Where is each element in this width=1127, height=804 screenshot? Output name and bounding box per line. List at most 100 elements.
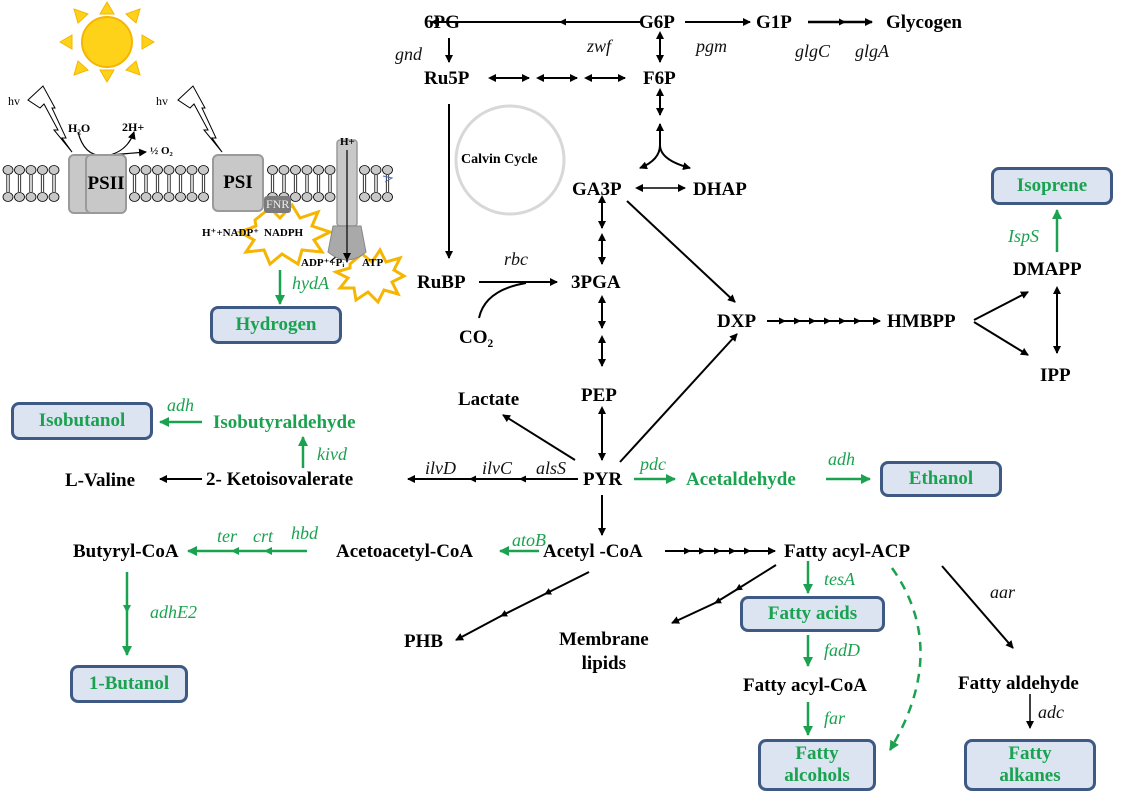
gene-pdc: pdc <box>640 454 666 474</box>
metabolite-3pga: 3PGA <box>571 272 621 293</box>
gene-pgm: pgm <box>696 36 727 56</box>
product-fatty-alcohols: Fatty alcohols <box>758 739 876 791</box>
h-plus-label: H+ <box>340 136 355 148</box>
calvin-cycle-label: Calvin Cycle <box>461 152 538 167</box>
lipid-head <box>2 165 14 175</box>
metabolite-rubp: RuBP <box>417 272 466 293</box>
metabolite-dxp: DXP <box>717 311 757 332</box>
gene-ter: ter <box>217 526 237 546</box>
gene-glgc: glgC <box>795 41 831 61</box>
lipid-head <box>382 192 393 202</box>
metabolite-dmapp: DMAPP <box>1013 259 1082 280</box>
lipid-head <box>313 165 324 175</box>
metabolite-ga3p: GA3P <box>572 179 622 200</box>
gene-adh-ethanol: adh <box>828 449 855 469</box>
lipid-head <box>175 192 186 202</box>
lipid-head <box>324 165 336 175</box>
metabolite-f6p: F6P <box>643 68 676 89</box>
metabolite-glycogen: Glycogen <box>886 12 962 33</box>
product-fatty-alkanes: Fatty alkanes <box>964 739 1096 791</box>
lipid-head <box>2 192 14 202</box>
hv-right: hv <box>156 94 168 108</box>
psii-label: PSII <box>85 154 127 214</box>
lipid-head <box>163 192 175 202</box>
o2-label: ½ O₂ <box>150 145 173 157</box>
gene-far: far <box>824 708 846 728</box>
gene-alss: alsS <box>536 458 567 478</box>
lipid-head <box>290 165 301 175</box>
metabolite-membrane-lipids: Membrane lipids <box>559 629 649 674</box>
lipid-head <box>290 192 301 202</box>
adp-label: ADP⁺+Pᵢ <box>301 257 345 269</box>
metabolite-fattyacylacp: Fatty acyl-ACP <box>784 541 911 562</box>
lipid-head <box>324 192 336 202</box>
metabolite-fattyacylcoa: Fatty acyl-CoA <box>743 675 867 696</box>
nadph-starburst <box>236 202 334 267</box>
psi-label: PSI <box>212 154 264 212</box>
lipid-head <box>198 192 209 202</box>
lipid-head <box>186 165 198 175</box>
gene-atob: atoB <box>512 530 546 550</box>
gene-glga: glgA <box>855 41 889 61</box>
two-h-label: 2H+ <box>122 120 145 134</box>
metabolite-fattyaldehyde: Fatty aldehyde <box>958 673 1079 694</box>
fnr-label: FNR <box>264 196 292 213</box>
gene-tesa: tesA <box>824 569 855 589</box>
gene-adc: adc <box>1038 702 1064 722</box>
metabolite-dhap: DHAP <box>693 179 747 200</box>
calvin-cycle-circle <box>454 104 566 216</box>
lipid-head <box>359 192 370 202</box>
atp-label: ATP <box>362 257 384 269</box>
metabolite-ketoisovalerate: 2- Ketoisovalerate <box>206 469 354 490</box>
lipid-head <box>198 165 209 175</box>
gene-ilvd: ilvD <box>425 458 456 478</box>
lipid-head <box>37 192 48 202</box>
gene-ilvc: ilvC <box>482 458 512 478</box>
metabolite-ru5p: Ru5P <box>424 68 470 89</box>
gene-adhe2: adhE2 <box>150 602 197 622</box>
metabolite-phb: PHB <box>404 631 444 652</box>
nadp-label: H⁺+NADP⁺ <box>202 227 259 239</box>
metabolite-isobutyraldehyde: Isobutyraldehyde <box>213 412 356 433</box>
metabolite-ipp: IPP <box>1040 365 1071 386</box>
gene-hbd: hbd <box>291 523 318 543</box>
product-isoprene: Isoprene <box>991 167 1113 205</box>
lipid-head <box>278 165 290 175</box>
lipid-head <box>186 192 198 202</box>
product-ethanol: Ethanol <box>880 461 1002 497</box>
lipid-head <box>163 165 175 175</box>
lipid-head <box>129 192 140 202</box>
metabolite-lactate: Lactate <box>458 389 520 410</box>
lipid-head <box>14 192 25 202</box>
sun-icon <box>59 1 155 83</box>
h2o-label: H₂O <box>68 121 91 135</box>
lipid-head <box>48 165 60 175</box>
lipid-head <box>313 192 324 202</box>
lipid-head <box>370 165 382 175</box>
lipid-head <box>140 192 152 202</box>
metabolite-pep: PEP <box>581 385 617 406</box>
metabolite-pyr: PYR <box>583 469 623 490</box>
lipid-head <box>382 165 393 175</box>
lipid-head <box>25 165 37 175</box>
thylakoid-membrane <box>2 165 393 202</box>
metabolite-acetylcoa: Acetyl -CoA <box>543 541 643 562</box>
metabolite-g1p: G1P <box>756 12 792 33</box>
metabolite-6pg: 6PG <box>424 12 460 33</box>
gene-rbc: rbc <box>504 249 528 269</box>
lipid-head <box>152 192 163 202</box>
gene-gnd: gnd <box>395 44 422 64</box>
gene-aar: aar <box>990 582 1016 602</box>
gene-adh-isobutanol: adh <box>167 395 194 415</box>
hv-left: hv <box>8 94 20 108</box>
metabolite-acetaldehyde: Acetaldehyde <box>686 469 796 490</box>
lipid-head <box>301 192 313 202</box>
gene-isps: IspS <box>1008 226 1039 246</box>
lipid-head <box>140 165 152 175</box>
gene-fadd: fadD <box>824 640 860 660</box>
lightning-icon <box>27 85 223 153</box>
lipid-head <box>370 192 382 202</box>
lipid-head <box>175 165 186 175</box>
